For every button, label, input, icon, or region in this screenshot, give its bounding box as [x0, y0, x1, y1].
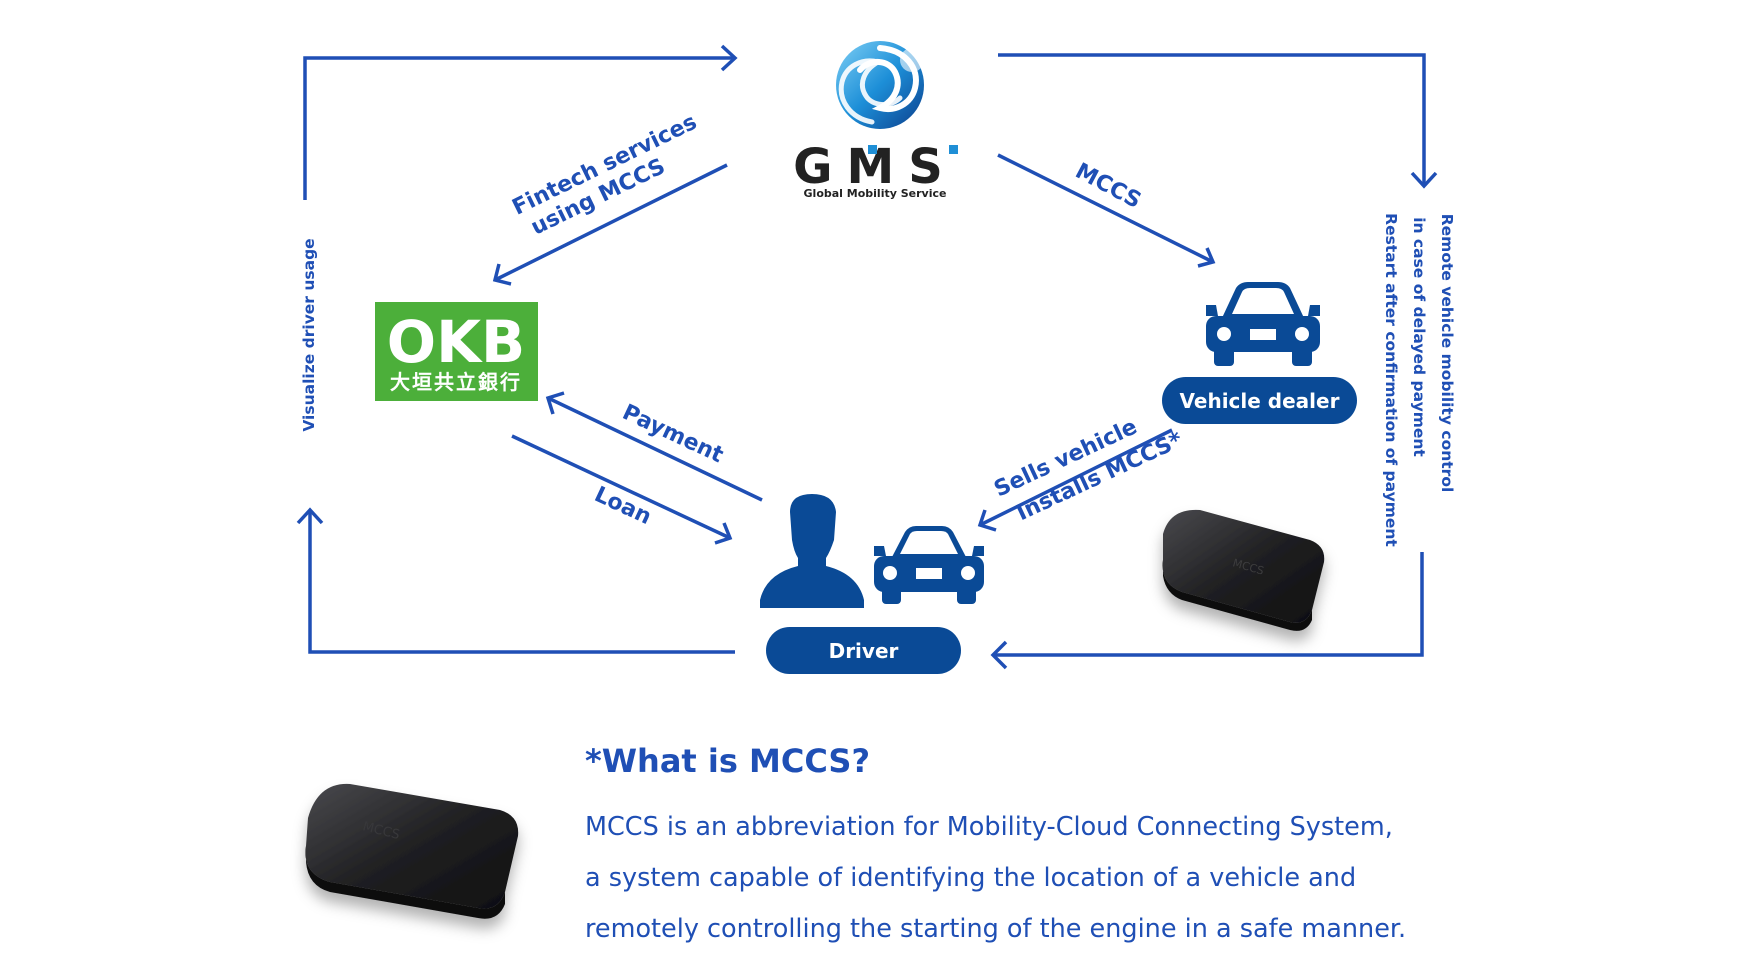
car-icon	[874, 526, 984, 604]
bottom-left-arrowhead	[296, 507, 324, 525]
fintech-arrowhead	[492, 263, 512, 286]
remote-control-label: Remote vehicle mobility control in case …	[1382, 213, 1456, 547]
driver-pill	[766, 627, 961, 674]
mccs-device-image: MCCS	[1162, 509, 1325, 631]
mccs-arrow	[997, 153, 1214, 264]
bottom-right-arrow	[993, 552, 1424, 657]
okb-logo-background	[375, 302, 538, 401]
visualize-usage-label: Visualize driver usage	[300, 238, 318, 431]
mccs-arrowhead	[1197, 247, 1216, 268]
gms-company-name: Global Mobility Service	[804, 187, 947, 200]
mccs-info-section: *What is MCCS? MCCS is an abbreviation f…	[585, 742, 1685, 955]
vehicle-dealer-node: Vehicle dealer	[1162, 282, 1357, 424]
top-right-arrowhead	[1410, 171, 1438, 189]
sells-arrow	[979, 428, 1173, 527]
fintech-arrow	[494, 163, 728, 282]
driver-label: Driver	[829, 639, 899, 663]
globe-icon	[836, 41, 924, 129]
bottom-right-arrowhead	[990, 640, 1008, 670]
mccs-info-title: *What is MCCS?	[585, 742, 871, 780]
okb-logo: OKB 大垣共立銀行	[375, 302, 538, 401]
loan-arrow	[511, 434, 731, 540]
car-icon	[1206, 282, 1320, 366]
okb-logo-text: OKB	[387, 308, 525, 376]
payment-arrowhead	[545, 391, 565, 415]
vehicle-dealer-pill	[1162, 377, 1357, 424]
driver-node: Driver	[760, 494, 984, 674]
gms-logo: GMS Global Mobility Service	[793, 41, 958, 200]
gms-logo-accent	[949, 145, 958, 154]
outer-arrows	[296, 44, 1438, 670]
payment-arrow	[547, 396, 763, 502]
okb-logo-subtitle: 大垣共立銀行	[390, 370, 522, 394]
remote-control-line2: in case of delayed payment	[1410, 217, 1428, 457]
bottom-left-arrow	[308, 510, 735, 654]
mccs-info-line: remotely controlling the starting of the…	[585, 914, 1407, 944]
top-left-arrowhead	[720, 44, 738, 72]
top-right-arrow	[998, 53, 1426, 186]
gms-logo-accent	[868, 145, 877, 154]
remote-control-line3: Restart after confirmation of payment	[1382, 213, 1400, 547]
vehicle-dealer-label: Vehicle dealer	[1180, 389, 1340, 413]
top-left-arrow	[303, 56, 735, 200]
mccs-arrow-label: MCCS	[1071, 159, 1145, 214]
person-icon	[760, 494, 864, 608]
sells-arrowhead	[977, 509, 997, 532]
mccs-info-line: a system capable of identifying the loca…	[585, 863, 1357, 893]
loan-arrowhead	[714, 522, 733, 545]
mccs-device-photo: MCCS	[305, 783, 519, 919]
mccs-info-line: MCCS is an abbreviation for Mobility-Clo…	[585, 812, 1393, 842]
remote-control-line1: Remote vehicle mobility control	[1438, 214, 1456, 493]
inner-arrows	[492, 153, 1216, 545]
sells-installs-label: Sells vehicle Installs MCCS*	[990, 414, 1187, 526]
